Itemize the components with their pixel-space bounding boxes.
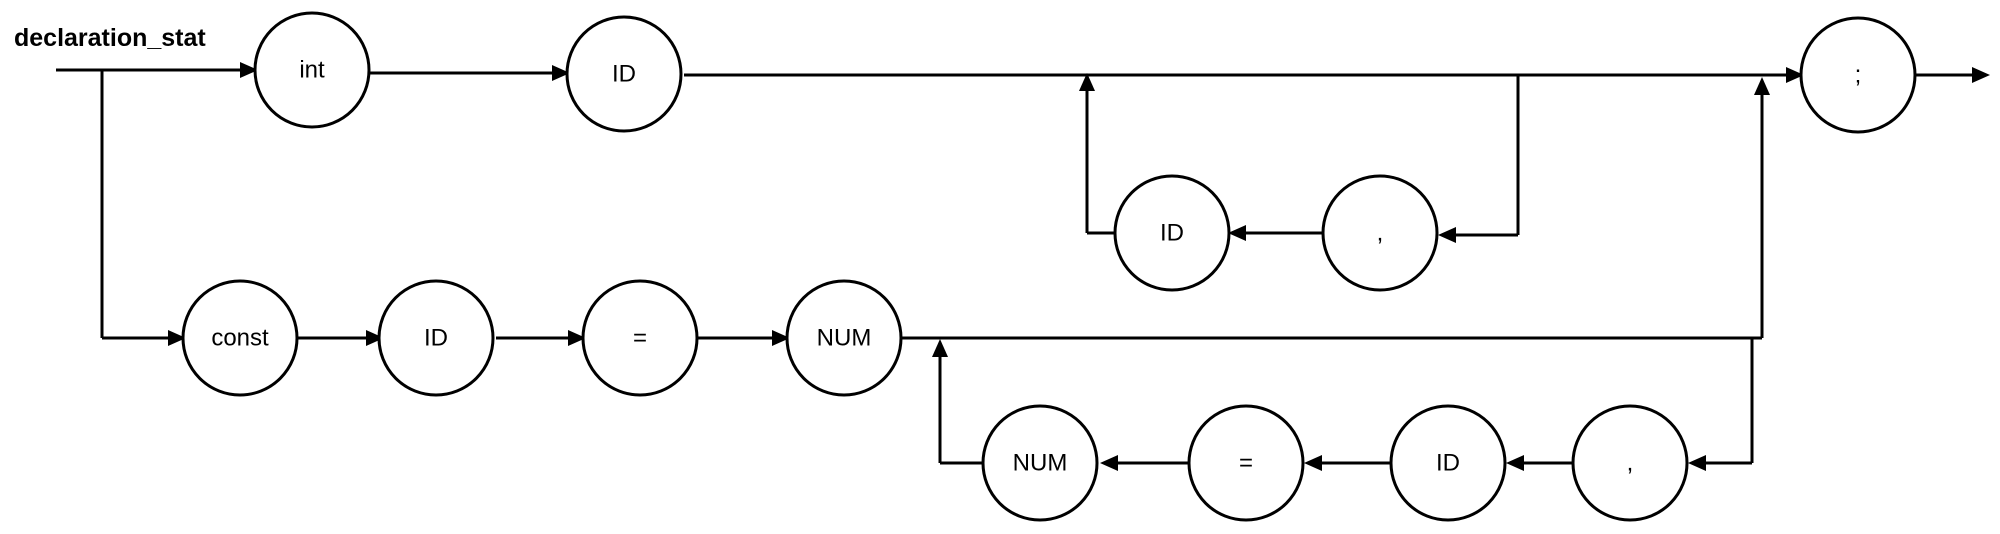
node-equals: =	[581, 279, 699, 397]
node-num-loop: NUM	[981, 404, 1099, 522]
node-semicolon: ;	[1799, 16, 1917, 134]
svg-text:ID: ID	[612, 61, 636, 88]
diagram-title: declaration_stat	[14, 24, 206, 52]
svg-text:,: ,	[1627, 450, 1634, 477]
svg-text:NUM: NUM	[817, 325, 872, 352]
svg-text:int: int	[299, 57, 325, 84]
node-id-loop-2: ID	[1389, 404, 1507, 522]
svg-text:ID: ID	[424, 325, 448, 352]
svg-text:=: =	[1239, 450, 1253, 477]
svg-text:ID: ID	[1160, 220, 1184, 247]
svg-text:ID: ID	[1436, 450, 1460, 477]
node-int: int	[253, 11, 371, 129]
svg-text:const: const	[211, 325, 269, 352]
svg-text:NUM: NUM	[1013, 450, 1068, 477]
node-id-loop: ID	[1113, 174, 1231, 292]
node-comma-loop-2: ,	[1571, 404, 1689, 522]
node-num: NUM	[785, 279, 903, 397]
arrowheads	[168, 62, 1990, 471]
node-const: const	[181, 279, 299, 397]
svg-text:=: =	[633, 325, 647, 352]
svg-text:,: ,	[1377, 220, 1384, 247]
svg-text:;: ;	[1855, 62, 1862, 89]
connector-lines	[56, 68, 1978, 465]
node-comma-loop: ,	[1321, 174, 1439, 292]
node-id-2: ID	[377, 279, 495, 397]
node-id: ID	[565, 15, 683, 133]
node-equals-loop: =	[1187, 404, 1305, 522]
